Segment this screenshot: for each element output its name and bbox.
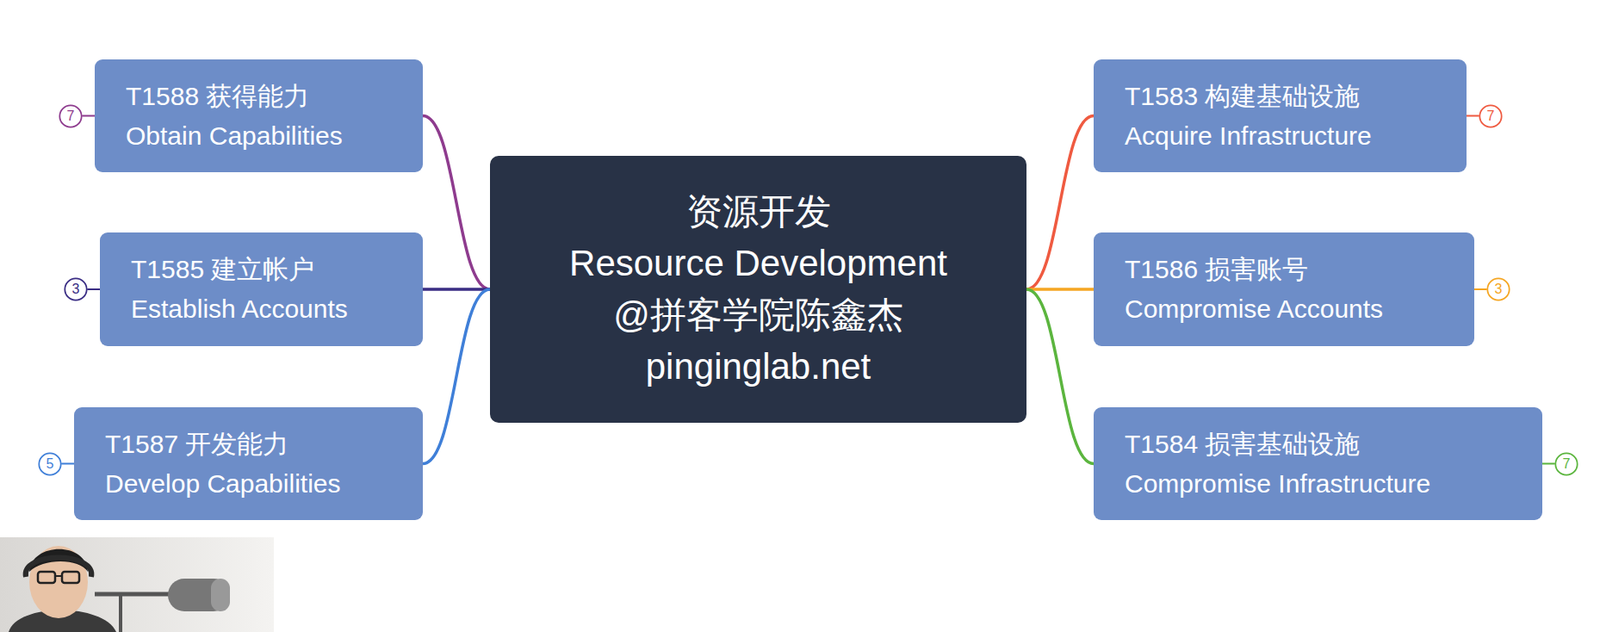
mic-arm (94, 592, 173, 597)
technique-box: T1586 损害账号Compromise Accounts (1093, 232, 1475, 347)
branch-connector (1466, 115, 1479, 118)
microphone-grill (210, 578, 230, 612)
topic-text: @拼客学院陈鑫杰 (613, 289, 904, 342)
branch-connector (1026, 289, 1094, 465)
branch-connector (1474, 288, 1487, 291)
technique-box: T1583 构建基础设施Acquire Infrastructure (1093, 59, 1467, 173)
badge-circle (1487, 278, 1509, 300)
callout-number: 3 (1494, 281, 1503, 298)
branch-connector (422, 287, 490, 292)
callout-number: 3 (72, 281, 81, 298)
technique-box: T1587 开发能力Develop Capabilities (74, 407, 423, 521)
callout-number: 7 (1487, 108, 1495, 125)
branch-connector (1542, 463, 1555, 466)
count-badge: 3 (63, 277, 88, 302)
technique-box: T1584 损害基础设施Compromise Infrastructure (1093, 407, 1543, 521)
badge-circle (38, 452, 61, 475)
branch-connector (422, 116, 490, 291)
badge-circle (1555, 452, 1577, 475)
technique-label: T1587 开发能力 (105, 424, 289, 465)
headphones (25, 558, 93, 578)
badge-circle (59, 105, 81, 127)
branch-connector (62, 463, 75, 466)
topic-text: pinginglab.net (645, 341, 872, 393)
topic-text: 资源开发 (686, 186, 832, 238)
technique-label: Acquire Infrastructure (1124, 116, 1372, 156)
badge-circle (64, 278, 87, 300)
technique-label: T1586 损害账号 (1124, 249, 1309, 290)
count-badge: 7 (1554, 452, 1579, 477)
technique-label: T1588 获得能力 (125, 76, 310, 117)
count-badge: 3 (1486, 277, 1511, 302)
count-badge: 7 (58, 104, 83, 129)
badge-circle (1479, 105, 1501, 127)
branch-connector (1026, 287, 1094, 292)
glasses-bridge (55, 575, 63, 577)
count-badge: 7 (1478, 104, 1503, 129)
callout-number: 5 (46, 456, 55, 472)
glasses (37, 571, 56, 583)
branch-connector (87, 288, 100, 291)
technique-label: Develop Capabilities (105, 464, 342, 504)
technique-label: T1584 损害基础设施 (1124, 424, 1360, 465)
webcam-frame (0, 537, 274, 632)
technique-label: Establish Accounts (130, 289, 348, 329)
callout-number: 7 (67, 108, 75, 125)
count-badge: 5 (37, 452, 63, 477)
callout-number: 7 (1562, 456, 1571, 472)
topic-text: Resource Development (569, 237, 948, 290)
technique-box: T1585 建立帐户Establish Accounts (99, 232, 423, 347)
technique-label: T1585 建立帐户 (130, 249, 315, 290)
mic-stand (118, 594, 123, 632)
glasses (62, 571, 80, 583)
technique-label: Compromise Accounts (1124, 289, 1383, 329)
branch-connector (422, 289, 490, 465)
branch-connector (1026, 116, 1094, 291)
central-topic: 资源开发Resource Development@拼客学院陈鑫杰pingingl… (489, 155, 1027, 423)
technique-label: T1583 构建基础设施 (1124, 76, 1360, 117)
branch-connector (82, 115, 95, 118)
microphone (167, 578, 230, 612)
technique-box: T1588 获得能力Obtain Capabilities (94, 59, 423, 173)
technique-label: Compromise Infrastructure (1124, 464, 1431, 504)
technique-label: Obtain Capabilities (125, 116, 343, 156)
